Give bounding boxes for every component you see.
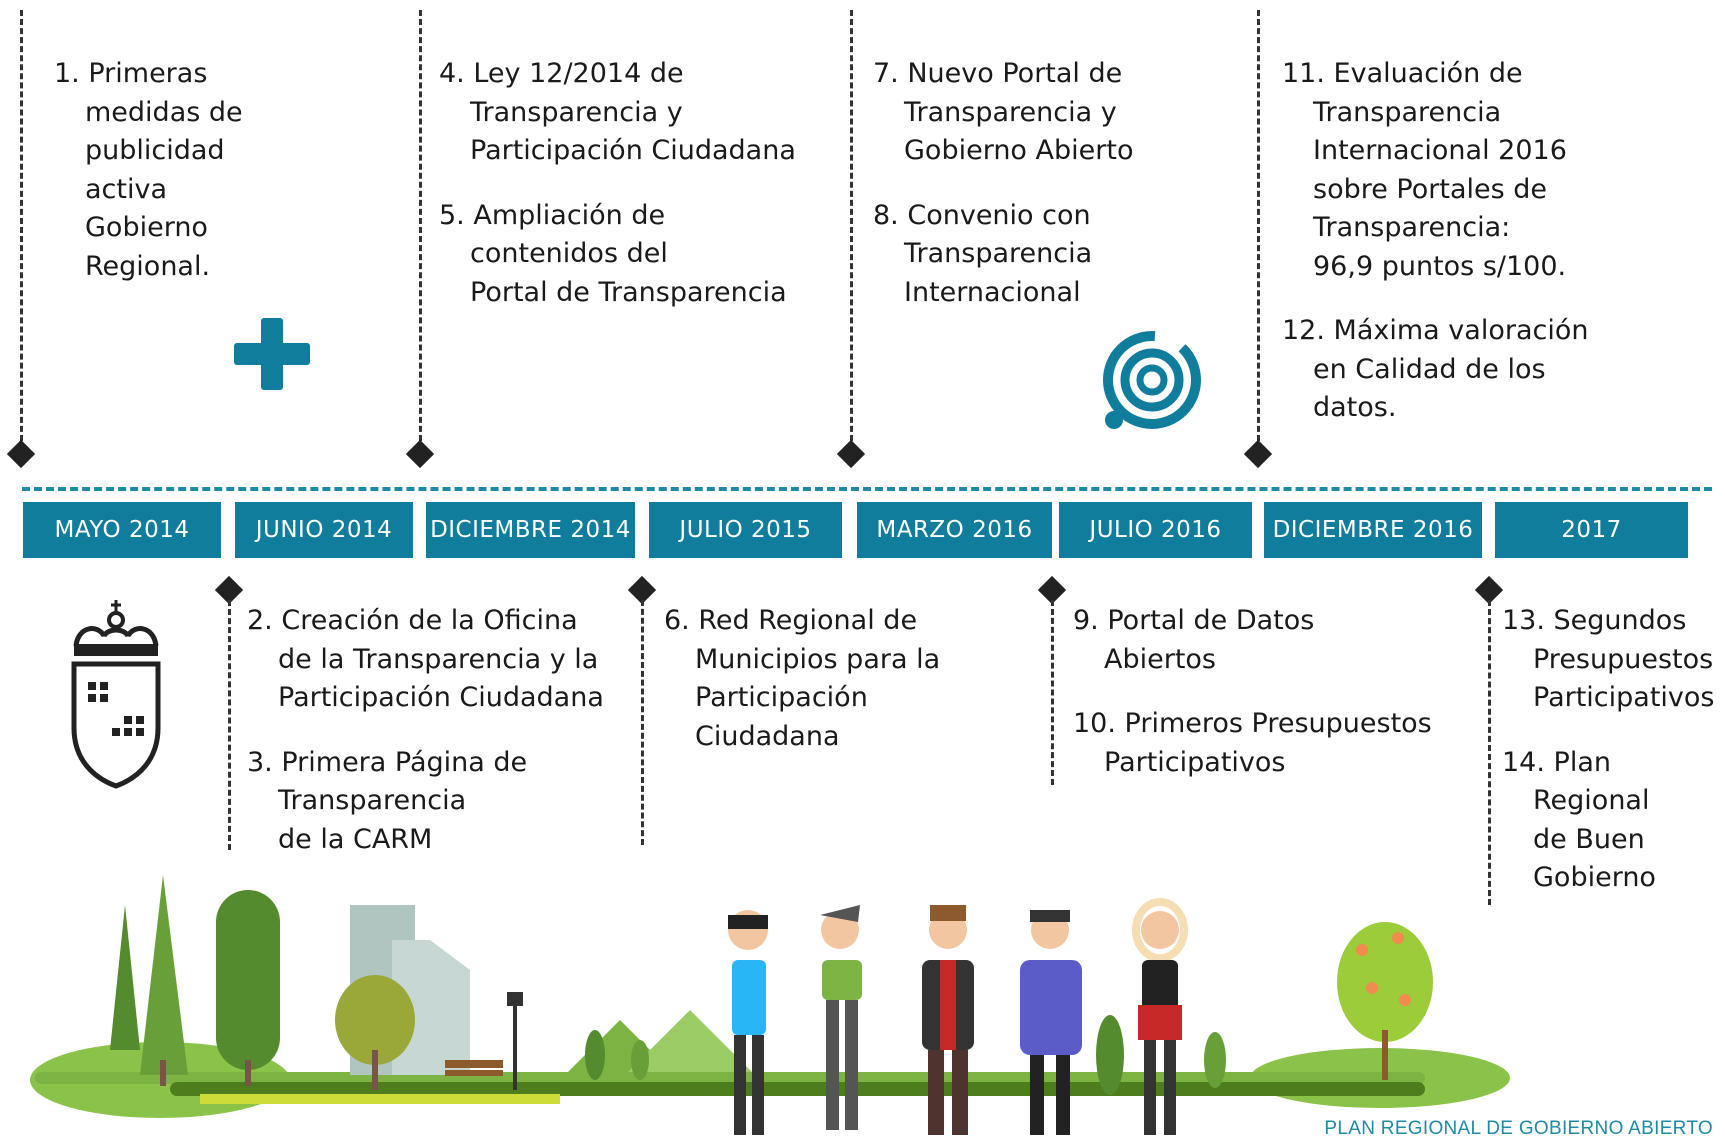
landscape-illustration xyxy=(30,875,1510,1135)
milestone-text: Abiertos xyxy=(1104,643,1216,675)
milestone-text: Red Regional de xyxy=(698,605,918,636)
date-label: MAYO 2014 xyxy=(23,502,221,558)
plus-icon xyxy=(234,318,310,390)
milestone-text: contenidos del Portal de Transparencia xyxy=(470,238,787,308)
milestone-text: Transparencia Internacional xyxy=(904,238,1093,308)
footer-title: PLAN REGIONAL DE GOBIERNO ABIERTO xyxy=(1324,1118,1713,1139)
milestone-block-diciembre-2014: 4. Ley 12/2014 de Transparencia y Partici… xyxy=(439,55,796,338)
milestone-number: 7. xyxy=(873,58,899,89)
milestone-block-julio-2015: 6. Red Regional de Municipios para la Par… xyxy=(664,602,940,782)
timeline-axis xyxy=(22,487,1712,491)
milestone-text: Máxima valoración xyxy=(1333,315,1589,346)
milestone-text: Transparencia Internacional 2016 sobre P… xyxy=(1313,96,1567,282)
milestone-text: Transparencia de la CARM xyxy=(278,785,467,855)
milestone-number: 8. xyxy=(873,199,899,231)
milestone-item: 5. Ampliación de contenidos del Portal de… xyxy=(439,197,796,313)
milestone-text: Portal de Datos xyxy=(1107,605,1315,636)
milestone-block-junio-2014: 2. Creación de la Oficina de la Transpare… xyxy=(247,602,604,885)
connector-line xyxy=(850,10,853,450)
date-label: DICIEMBRE 2016 xyxy=(1264,502,1482,558)
connector-line xyxy=(228,600,231,850)
date-label: MARZO 2016 xyxy=(857,502,1052,558)
milestone-block-diciembre-2016: 11. Evaluación de Transparencia Internaci… xyxy=(1282,55,1588,454)
milestone-text: Convenio con xyxy=(907,199,1091,231)
milestone-text: Transparencia y Participación Ciudadana xyxy=(470,96,796,167)
milestone-text: de la Transparencia y la Participación C… xyxy=(278,643,604,714)
milestone-item: 7. Nuevo Portal de Transparencia y Gobier… xyxy=(873,55,1133,171)
milestone-item: 12. Máxima valoración en Calidad de los d… xyxy=(1282,312,1588,428)
milestone-item: 2. Creación de la Oficina de la Transpare… xyxy=(247,602,604,718)
milestone-text: Municipios para la Participación Ciudada… xyxy=(695,643,941,752)
connector-diamond xyxy=(6,439,36,469)
milestone-text: medidas de publicidad activa Gobierno Re… xyxy=(85,96,243,282)
milestone-text: Primeros Presupuestos xyxy=(1124,708,1432,739)
milestone-number: 11. xyxy=(1282,58,1325,89)
milestone-text: Segundos xyxy=(1553,605,1687,636)
date-label: DICIEMBRE 2014 xyxy=(426,502,635,558)
milestone-number: 5. xyxy=(439,199,465,231)
milestone-item: 3. Primera Página de Transparencia de la … xyxy=(247,744,604,860)
milestone-number: 13. xyxy=(1502,605,1545,636)
milestone-text: Nuevo Portal de xyxy=(907,58,1123,89)
milestone-text: Primeras xyxy=(88,58,208,89)
milestone-item: 11. Evaluación de Transparencia Internaci… xyxy=(1282,55,1588,286)
milestone-text: Ampliación de xyxy=(473,199,666,231)
milestone-number: 6. xyxy=(664,605,690,636)
connector-line xyxy=(20,10,23,450)
milestone-number: 10. xyxy=(1073,708,1116,739)
milestone-block-marzo-2016: 7. Nuevo Portal de Transparencia y Gobier… xyxy=(873,55,1133,338)
connector-diamond xyxy=(836,439,866,469)
milestone-item: 4. Ley 12/2014 de Transparencia y Partici… xyxy=(439,55,796,171)
connector-diamond xyxy=(1243,439,1273,469)
connector-line xyxy=(1257,10,1260,450)
milestone-item: 6. Red Regional de Municipios para la Par… xyxy=(664,602,940,756)
date-label: 2017 xyxy=(1495,502,1688,558)
milestone-number: 12. xyxy=(1282,315,1325,346)
milestone-text: Presupuestos Participativos xyxy=(1533,643,1715,714)
milestone-text: Evaluación de xyxy=(1333,58,1523,89)
milestone-block-mayo-2014: 1. Primeras medidas de publicidad activa … xyxy=(54,55,243,312)
milestone-text: Primera Página de xyxy=(281,746,528,778)
milestone-text: Plan xyxy=(1553,746,1611,778)
region-coat-of-arms-icon xyxy=(71,600,161,789)
milestone-number: 14. xyxy=(1502,746,1545,778)
transparency-logo-icon xyxy=(1103,331,1201,429)
milestone-number: 9. xyxy=(1073,605,1099,636)
milestone-text: Participativos xyxy=(1104,746,1286,778)
milestone-text: Ley 12/2014 de xyxy=(473,58,684,89)
milestone-text: Regional de Buen Gobierno xyxy=(1533,785,1656,893)
milestone-number: 1. xyxy=(54,58,80,89)
milestone-text: Creación de la Oficina xyxy=(281,605,578,636)
connector-line xyxy=(419,10,422,450)
connector-line xyxy=(641,600,644,845)
milestone-number: 3. xyxy=(247,746,273,778)
milestone-number: 2. xyxy=(247,605,273,636)
connector-line xyxy=(1488,600,1491,905)
milestone-text: en Calidad de los datos. xyxy=(1313,353,1546,424)
milestone-item: 1. Primeras medidas de publicidad activa … xyxy=(54,55,243,286)
date-label: JUNIO 2014 xyxy=(235,502,413,558)
date-label: JULIO 2015 xyxy=(649,502,842,558)
connector-diamond xyxy=(405,439,435,469)
milestone-text: Transparencia y Gobierno Abierto xyxy=(904,96,1134,167)
date-label: JULIO 2016 xyxy=(1059,502,1252,558)
connector-line xyxy=(1051,600,1054,785)
milestone-number: 4. xyxy=(439,58,465,89)
